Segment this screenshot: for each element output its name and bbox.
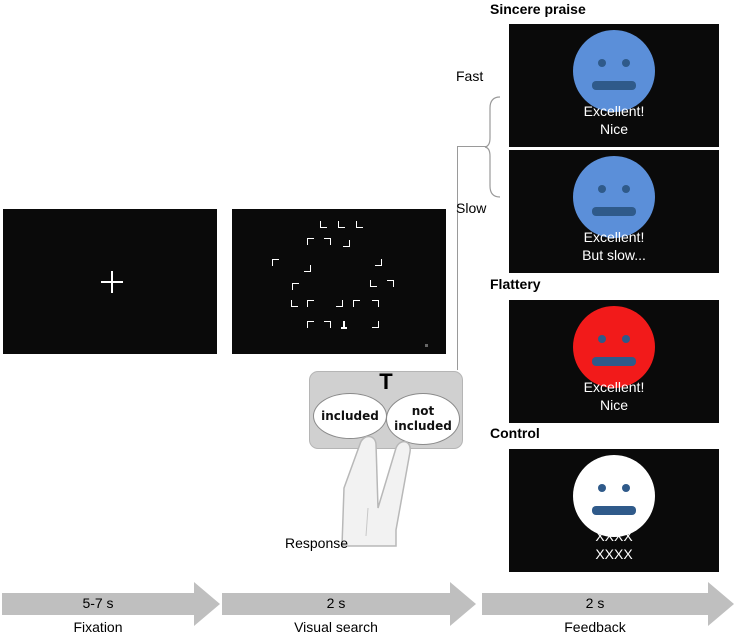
distractor-icon (353, 300, 360, 307)
distractor-icon (320, 221, 327, 228)
connector-horizontal (457, 146, 487, 147)
hand-icon (341, 435, 411, 547)
distractor-icon (356, 221, 363, 228)
distractor-icon (307, 300, 314, 307)
distractor-icon (372, 321, 379, 328)
response-label: Response (285, 535, 349, 551)
flattery-title: Flattery (490, 276, 541, 292)
left-eye (598, 185, 606, 193)
brace-icon (484, 96, 501, 198)
feedback-text-line1: Excellent! (583, 229, 645, 245)
target-letter: T (379, 369, 393, 394)
smiley-face-icon (573, 30, 655, 112)
distractor-icon (343, 240, 350, 247)
left-eye (598, 335, 606, 343)
feedback-text-line2: Nice (599, 121, 628, 137)
not-included-line1: not (411, 404, 435, 418)
mouth (592, 207, 636, 216)
fixation-label: Fixation (73, 619, 123, 635)
feedback-text-line2: But slow... (582, 247, 646, 263)
not-included-button[interactable]: not included (386, 393, 460, 445)
mouth (592, 81, 636, 90)
slow-label: Slow (456, 200, 487, 216)
fixation-arrow (2, 582, 220, 626)
visual-search-label: Visual search (294, 619, 378, 635)
distractor-icon (307, 321, 314, 328)
not-included-line2: included (394, 419, 452, 433)
search-array (232, 209, 446, 354)
not-included-label: not included (394, 404, 452, 434)
right-eye (622, 484, 630, 492)
feedback-screen-sincere-slow: Excellent! But slow... (509, 150, 719, 273)
visual-search-screen (232, 209, 446, 354)
left-eye (598, 59, 606, 67)
feedback-text-line1: Excellent! (583, 379, 645, 395)
distractor-icon (338, 221, 345, 228)
mouth (592, 506, 636, 515)
distractor-icon (307, 238, 314, 245)
sincere-praise-title: Sincere praise (490, 1, 586, 17)
distractor-icon (370, 280, 377, 287)
right-eye (622, 185, 630, 193)
control-title: Control (490, 425, 540, 441)
feedback-duration: 2 s (585, 595, 605, 611)
distractor-icon (375, 259, 382, 266)
feedback-screen-sincere-fast: Excellent! Nice (509, 24, 719, 147)
feedback-label: Feedback (564, 619, 626, 635)
distractor-icon (272, 259, 279, 266)
fixation-duration: 5-7 s (82, 595, 114, 611)
included-label: included (321, 408, 379, 423)
visual-search-duration: 2 s (326, 595, 346, 611)
mouth (592, 357, 636, 366)
distractor-icon (387, 280, 394, 287)
fast-label: Fast (456, 68, 484, 84)
feedback-screen-flattery: Excellent! Nice (509, 300, 719, 423)
distractor-icon (336, 300, 343, 307)
feedback-text-line2: XXXX (595, 546, 633, 562)
right-eye (622, 59, 630, 67)
left-eye (598, 484, 606, 492)
smiley-face-icon (573, 156, 655, 238)
corner-dot (425, 344, 428, 347)
distractor-icon (324, 238, 331, 245)
included-button[interactable]: included (313, 393, 387, 439)
feedback-text-line2: Nice (599, 397, 628, 413)
distractor-icon (304, 265, 311, 272)
smiley-face-icon (573, 306, 655, 388)
distractor-icon (341, 321, 347, 329)
distractor-icon (372, 300, 379, 307)
feedback-arrow (482, 582, 734, 626)
visual-search-arrow (222, 582, 476, 626)
smiley-face-icon (573, 455, 655, 537)
connector-vertical (457, 146, 458, 370)
distractor-icon (292, 283, 299, 290)
feedback-text-line1: XXXX (595, 528, 633, 544)
right-eye (622, 335, 630, 343)
distractor-icon (291, 300, 298, 307)
feedback-screen-control: XXXX XXXX (509, 449, 719, 572)
fixation-screen (3, 209, 217, 354)
fixation-cross-icon (101, 271, 123, 293)
distractor-icon (324, 321, 331, 328)
feedback-text-line1: Excellent! (583, 103, 645, 119)
